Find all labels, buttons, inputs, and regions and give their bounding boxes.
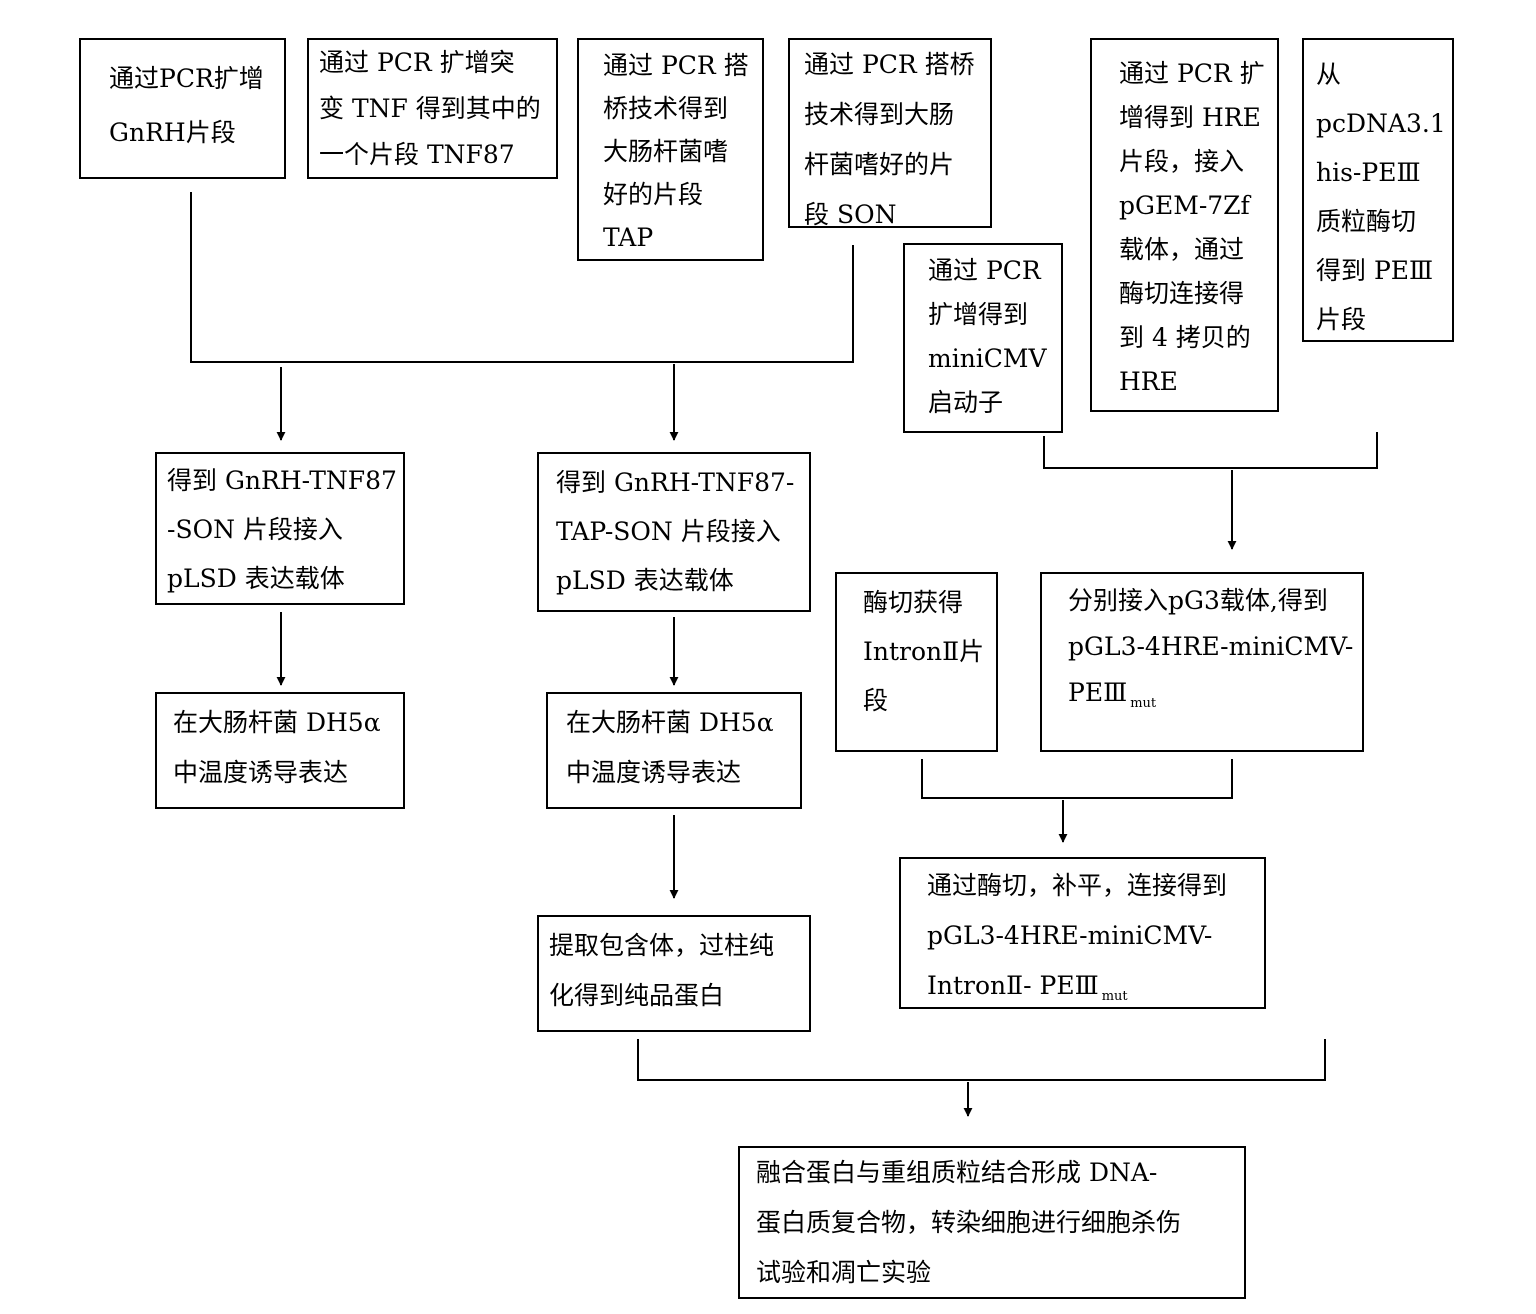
node-line: miniCMV bbox=[928, 344, 1047, 373]
node-line: 到 4 拷贝的 bbox=[1119, 323, 1251, 352]
node-line: 蛋白质复合物，转染细胞进行细胞杀伤 bbox=[756, 1208, 1182, 1237]
node-line: 扩增得到 bbox=[928, 300, 1029, 329]
node-line: -SON 片段接入 bbox=[167, 515, 343, 544]
node-pe3-digest: 从 pcDNA3.1 his-PEⅢ 质粒酶切 得到 PEⅢ 片段 bbox=[1302, 38, 1454, 342]
node-line: 酶切获得 bbox=[863, 588, 964, 617]
node-gnrh-tnf87-son: 得到 GnRH-TNF87 -SON 片段接入 pLSD 表达载体 bbox=[155, 452, 405, 605]
node-pcr-son: 通过 PCR 搭桥 技术得到大肠 杆菌嗜好的片 段 SON bbox=[788, 38, 992, 229]
node-line: pcDNA3.1 bbox=[1316, 109, 1446, 138]
node-line: 通过 PCR 扩增突 bbox=[319, 48, 515, 77]
node-pcr-tap: 通过 PCR 搭 桥技术得到 大肠杆菌嗜 好的片段 TAP bbox=[577, 38, 764, 261]
node-line: 段 bbox=[863, 686, 889, 715]
node-line: pGL3-4HRE-miniCMV- bbox=[927, 921, 1213, 950]
node-line: HRE bbox=[1119, 367, 1178, 396]
node-line-main: PEⅢ bbox=[1068, 678, 1128, 707]
node-line: TAP-SON 片段接入 bbox=[556, 517, 781, 546]
node-pcr-minicmv: 通过 PCR 扩增得到 miniCMV 启动子 bbox=[903, 243, 1063, 433]
node-line: 得到 PEⅢ bbox=[1316, 256, 1434, 285]
node-line: 得到 GnRH-TNF87- bbox=[556, 468, 795, 497]
node-line: 通过 PCR 搭 bbox=[603, 51, 749, 80]
node-line-main: IntronⅡ- PEⅢ bbox=[927, 971, 1099, 1000]
node-line: TAP bbox=[603, 223, 654, 252]
node-pcr-tnf87: 通过 PCR 扩增突 变 TNF 得到其中的 一个片段 TNF87 bbox=[307, 38, 558, 179]
subscript-mut: mut bbox=[1101, 989, 1128, 1004]
node-line: 从 bbox=[1316, 60, 1342, 89]
node-line: 通过PCR扩增 bbox=[109, 64, 264, 93]
node-line: 质粒酶切 bbox=[1316, 207, 1417, 236]
node-line: 大肠杆菌嗜 bbox=[603, 137, 729, 166]
node-line: 提取包含体，过柱纯 bbox=[549, 931, 775, 960]
merge-bracket-top-left bbox=[190, 192, 854, 363]
node-line: 增得到 HRE bbox=[1119, 103, 1261, 132]
node-line: 技术得到大肠 bbox=[804, 100, 955, 129]
node-intron-digest: 酶切获得 IntronⅡ片 段 bbox=[835, 572, 998, 752]
node-line: 段 SON bbox=[804, 200, 897, 229]
node-line: 通过 PCR 搭桥 bbox=[804, 50, 975, 79]
subscript-mut: mut bbox=[1130, 696, 1157, 711]
node-line: 在大肠杆菌 DH5α bbox=[566, 708, 774, 737]
node-line: 启动子 bbox=[928, 388, 1004, 417]
node-line: pGEM-7Zf bbox=[1119, 191, 1250, 220]
node-expression-middle: 在大肠杆菌 DH5α 中温度诱导表达 bbox=[546, 692, 802, 809]
node-line: 杆菌嗜好的片 bbox=[804, 150, 955, 179]
node-line: 在大肠杆菌 DH5α bbox=[173, 708, 381, 737]
node-line: pLSD 表达载体 bbox=[167, 564, 345, 593]
node-line: pGL3-4HRE-miniCMV- bbox=[1068, 632, 1354, 661]
node-line: 一个片段 TNF87 bbox=[319, 140, 515, 169]
node-line: 中温度诱导表达 bbox=[173, 758, 349, 787]
node-expression-left: 在大肠杆菌 DH5α 中温度诱导表达 bbox=[155, 692, 405, 809]
node-line: 通过 PCR 扩 bbox=[1119, 59, 1265, 88]
node-line: 通过 PCR bbox=[928, 256, 1041, 285]
node-line: 分别接入pG3载体,得到 bbox=[1068, 586, 1328, 615]
node-line: 载体，通过 bbox=[1119, 235, 1245, 264]
node-line: his-PEⅢ bbox=[1316, 158, 1421, 187]
merge-bracket-right bbox=[1043, 432, 1378, 469]
node-line: 化得到纯品蛋白 bbox=[549, 981, 725, 1010]
node-pcr-hre: 通过 PCR 扩 增得到 HRE 片段，接入 pGEM-7Zf 载体，通过 酶切… bbox=[1090, 38, 1279, 412]
node-line: 好的片段 bbox=[603, 180, 704, 209]
node-line: 通过酶切，补平，连接得到 bbox=[927, 871, 1228, 900]
node-transfection-assay: 融合蛋白与重组质粒结合形成 DNA- 蛋白质复合物，转染细胞进行细胞杀伤 试验和… bbox=[738, 1146, 1246, 1299]
node-line: GnRH片段 bbox=[109, 118, 236, 147]
merge-bracket-bottom bbox=[637, 1039, 1326, 1081]
node-line: 得到 GnRH-TNF87 bbox=[167, 466, 397, 495]
node-line: 酶切连接得 bbox=[1119, 279, 1245, 308]
node-line: 变 TNF 得到其中的 bbox=[319, 94, 541, 123]
node-intron-insert: 通过酶切，补平，连接得到 pGL3-4HRE-miniCMV- IntronⅡ-… bbox=[899, 857, 1266, 1009]
merge-bracket-middle bbox=[921, 759, 1233, 799]
node-line: 融合蛋白与重组质粒结合形成 DNA- bbox=[756, 1158, 1158, 1187]
node-line: 桥技术得到 bbox=[603, 94, 729, 123]
node-line: 试验和凋亡实验 bbox=[756, 1258, 932, 1287]
node-pcr-gnrh: 通过PCR扩增 GnRH片段 bbox=[79, 38, 286, 179]
node-gnrh-tnf87-tap-son: 得到 GnRH-TNF87- TAP-SON 片段接入 pLSD 表达载体 bbox=[537, 452, 811, 612]
node-line: 中温度诱导表达 bbox=[566, 758, 742, 787]
node-line: pLSD 表达载体 bbox=[556, 566, 734, 595]
node-line: 片段 bbox=[1316, 305, 1367, 334]
node-line: 片段，接入 bbox=[1119, 147, 1245, 176]
node-line: IntronⅡ片 bbox=[863, 637, 985, 666]
node-purification: 提取包含体，过柱纯 化得到纯品蛋白 bbox=[537, 915, 811, 1032]
